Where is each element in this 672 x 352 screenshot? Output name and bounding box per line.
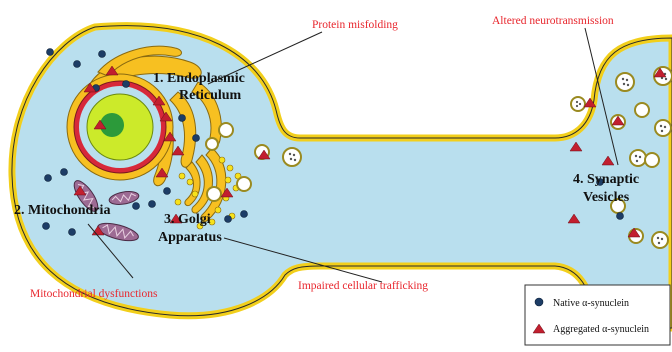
callout-protein-misfolding: Protein misfolding: [312, 19, 398, 31]
callout-mito-dysfunctions: Mitochondrial dysfunctions: [30, 288, 158, 300]
mito-label: 2. Mitochondria: [14, 203, 110, 218]
legend-box: [525, 285, 670, 345]
legend-aggregated-label: Aggregated α-synuclein: [553, 324, 649, 335]
nucleus: [67, 74, 173, 180]
legend: Native α-synuclein Aggregated α-synuclei…: [525, 285, 670, 345]
callout-altered-neurotransmission: Altered neurotransmission: [492, 15, 614, 27]
callout-impaired-trafficking: Impaired cellular trafficking: [298, 280, 428, 292]
er-label-line1: 1. Endoplasmic: [153, 71, 245, 86]
legend-native-label: Native α-synuclein: [553, 298, 629, 309]
native-legend-icon: [535, 298, 543, 306]
synaptic-label-line1: 4. Synaptic: [573, 172, 639, 187]
synaptic-label-line2: Vesicles: [583, 190, 630, 205]
golgi-label-line1: 3. Golgi: [164, 212, 211, 227]
er-label-line2: Reticulum: [179, 88, 242, 103]
golgi-label-line2: Apparatus: [158, 230, 222, 245]
